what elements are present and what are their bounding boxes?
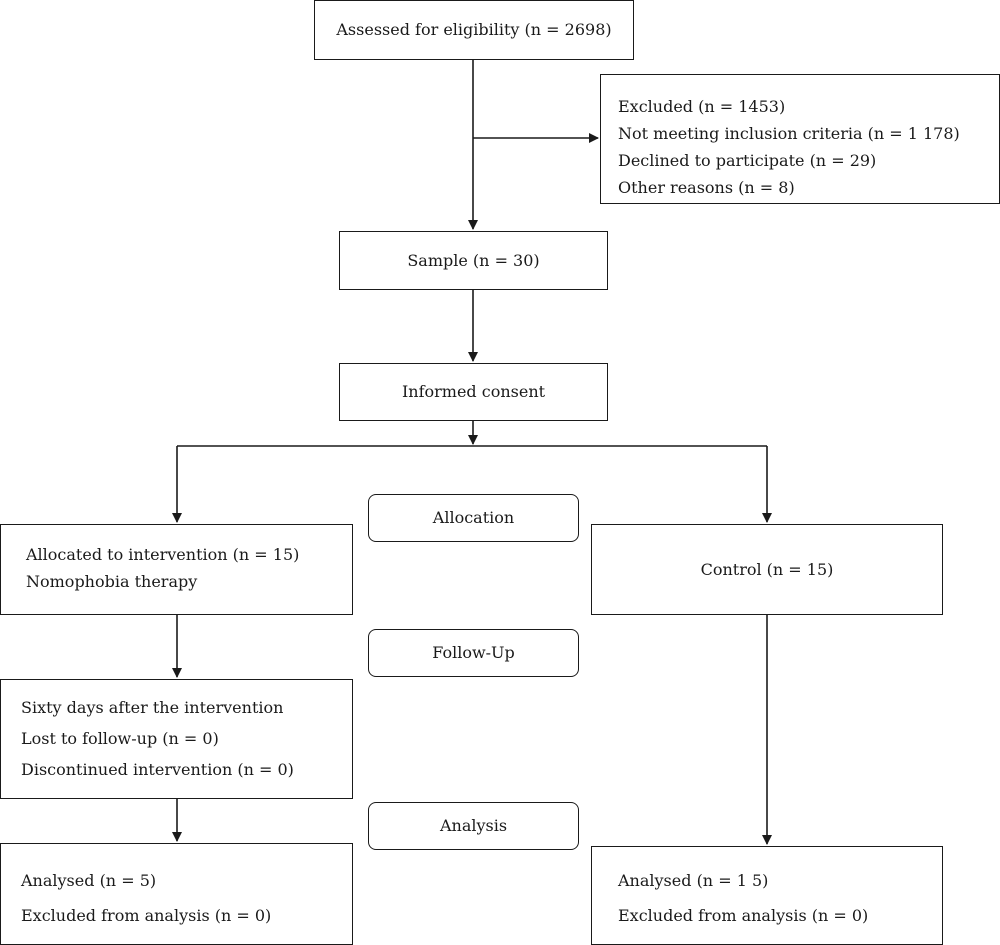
followup-text: Follow-Up [432, 643, 515, 662]
followup-box: Sixty days after the intervention Lost t… [0, 679, 353, 799]
sample-label: Sample (n = 30) [407, 250, 540, 270]
consent-box: Informed consent [339, 363, 608, 421]
analysed-right-excluded: Excluded from analysis (n = 0) [618, 906, 869, 925]
analysed-right-count: Analysed (n = 1 5) [618, 871, 769, 890]
analysed-left-box: Analysed (n = 5) Excluded from analysis … [0, 843, 353, 945]
excluded-total: Excluded (n = 1453) [618, 97, 786, 116]
analysis-stage-label: Analysis [368, 802, 579, 850]
analysed-right-box: Analysed (n = 1 5) Excluded from analysi… [591, 846, 943, 945]
intervention-therapy: Nomophobia therapy [26, 572, 198, 591]
control-box: Control (n = 15) [591, 524, 943, 615]
assessed-label: Assessed for eligibility (n = 2698) [336, 20, 612, 39]
followup-stage-label: Follow-Up [368, 629, 579, 677]
analysed-left-excluded: Excluded from analysis (n = 0) [21, 906, 272, 925]
consent-label: Informed consent [401, 382, 546, 401]
excluded-box: Excluded (n = 1453) Not meeting inclusio… [600, 74, 1000, 204]
allocation-stage-label: Allocation [368, 494, 579, 542]
control-label: Control (n = 15) [700, 559, 834, 579]
intervention-allocated: Allocated to intervention (n = 15) [26, 545, 300, 564]
followup-lost: Lost to follow-up (n = 0) [21, 729, 219, 748]
followup-discontinued: Discontinued intervention (n = 0) [21, 760, 294, 779]
sample-box: Sample (n = 30) [339, 231, 608, 290]
allocation-text: Allocation [432, 508, 515, 527]
excluded-other-reasons: Other reasons (n = 8) [618, 178, 795, 197]
excluded-declined: Declined to participate (n = 29) [618, 151, 877, 170]
analysis-text: Analysis [439, 816, 508, 835]
excluded-not-meeting-criteria: Not meeting inclusion criteria (n = 1 17… [618, 124, 960, 143]
assessed-box: Assessed for eligibility (n = 2698) [314, 0, 634, 60]
intervention-box: Allocated to intervention (n = 15) Nomop… [0, 524, 353, 615]
followup-sixty-days: Sixty days after the intervention [21, 698, 284, 717]
analysed-left-count: Analysed (n = 5) [21, 871, 157, 890]
